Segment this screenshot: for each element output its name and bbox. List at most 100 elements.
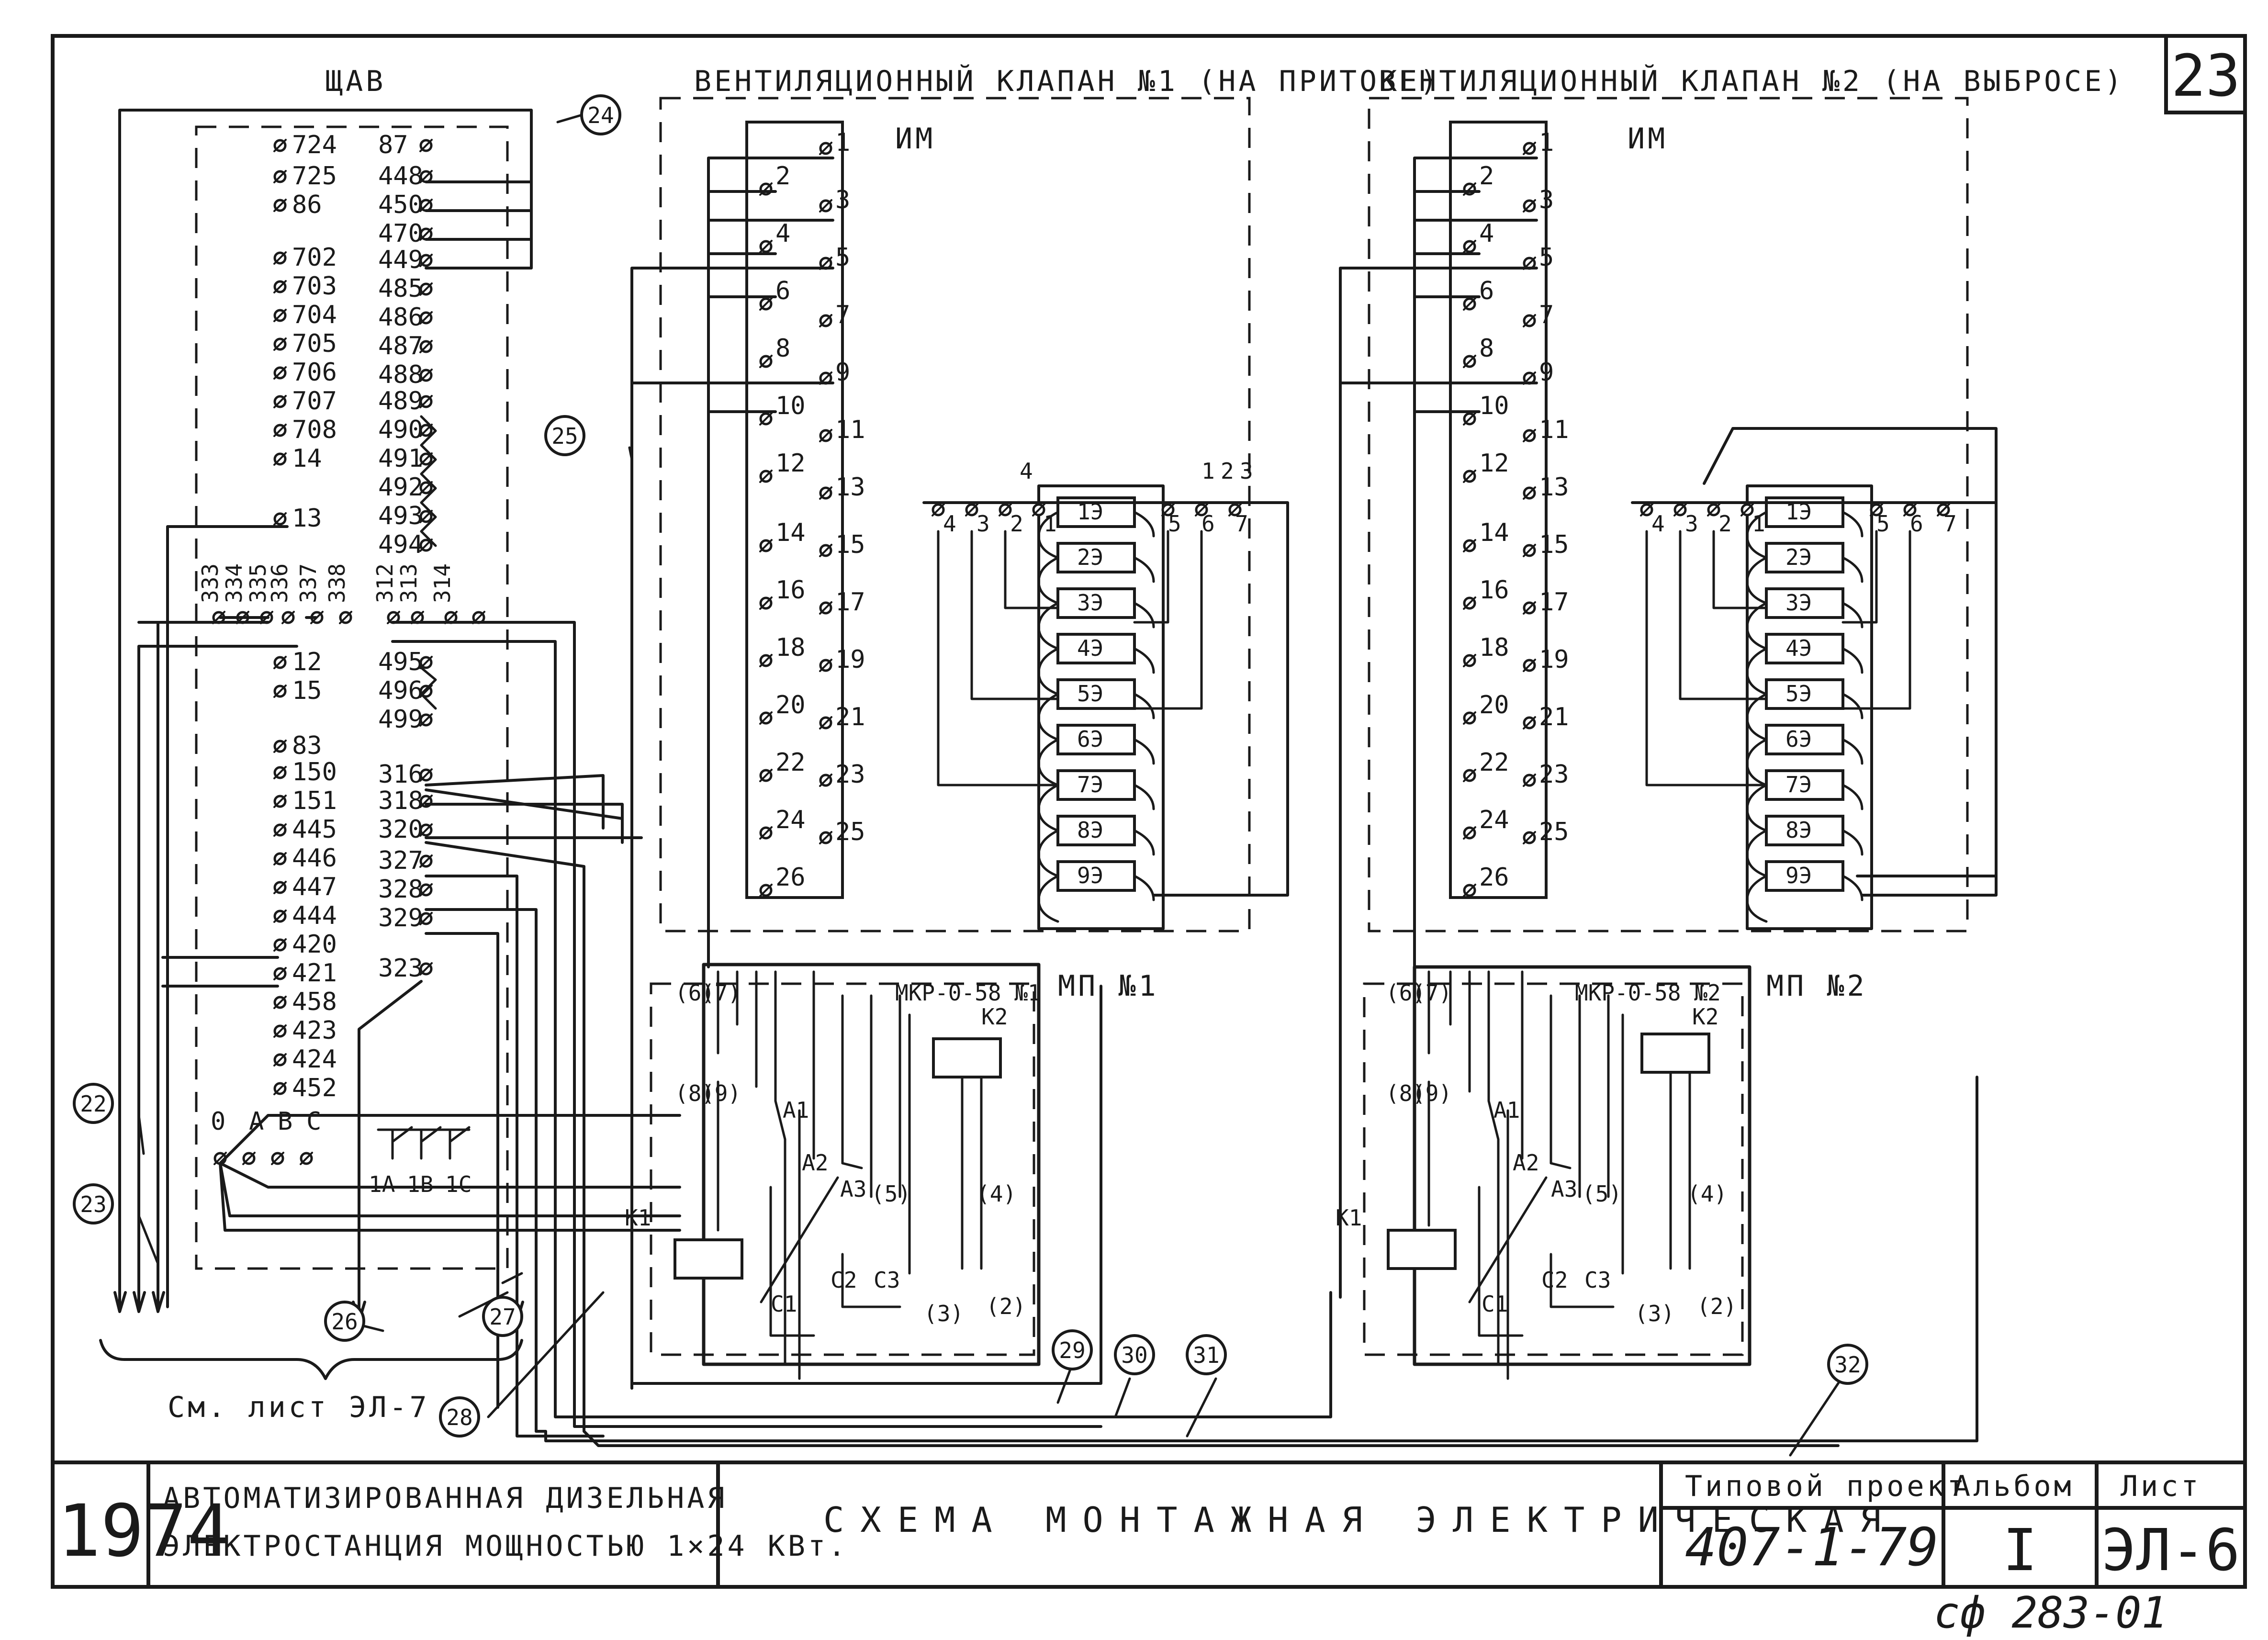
valve1-im-wiring — [630, 157, 834, 1390]
panel-terminal-label: 14 — [292, 444, 322, 473]
terminal-slash — [1523, 544, 1536, 557]
motor-contact-loop — [1841, 875, 1864, 901]
motor-terminal-label: 1 — [1044, 511, 1057, 537]
terminal-slash — [273, 795, 287, 808]
relay-label: (5) — [871, 1181, 911, 1207]
terminal-slash — [1463, 539, 1476, 552]
im-terminal-label: 5 — [1539, 243, 1554, 272]
callout-circle — [1114, 1334, 1155, 1375]
panel-terminal-label: 327 — [378, 846, 423, 875]
relay-label: С2 — [831, 1267, 857, 1293]
relay2-label: МКР-0-58 №2 — [1575, 980, 1721, 1006]
terminal-slash — [1463, 297, 1476, 311]
valve1-im-label: ИМ — [895, 122, 935, 156]
motor-terminal-label: 7 — [1235, 511, 1248, 537]
corner-number-box — [2164, 34, 2247, 114]
motor-terminal-label: 4 — [1651, 511, 1665, 537]
callout-number: 22 — [80, 1091, 106, 1117]
terminal-slash — [273, 1024, 287, 1038]
relay1-coil-k1 — [674, 1238, 743, 1280]
drawing-frame — [51, 34, 2247, 1589]
switch-label-1c: 1С — [445, 1171, 472, 1197]
see-sheet-note: См. лист ЭЛ-7 — [168, 1391, 430, 1424]
terminal-slash — [419, 912, 433, 925]
im-terminal-label: 12 — [1479, 449, 1509, 478]
motor-contact-label: 2Э — [1785, 544, 1812, 570]
terminal-slash — [1463, 355, 1476, 368]
motor-terminal-label: 3 — [977, 511, 990, 537]
terminal-slash — [759, 412, 773, 426]
sheet-label: Лист — [2121, 1470, 2201, 1503]
sheet-value: ЭЛ-6 — [2102, 1517, 2240, 1584]
motor-contact-label: 7Э — [1785, 772, 1812, 798]
terminal-slash — [759, 355, 773, 368]
motor-terminal-label: 5 — [1876, 511, 1890, 537]
motor-contact-label: 9Э — [1077, 863, 1103, 888]
motor-contact-loop — [1133, 693, 1155, 719]
terminal-slash — [271, 1152, 284, 1165]
panel-terminal-label: 15 — [292, 676, 322, 705]
im-terminal-label: 25 — [835, 818, 865, 846]
terminal-slash — [419, 139, 433, 152]
panel-terminal-label: 486 — [378, 303, 423, 332]
motor-contact-box — [1765, 633, 1844, 664]
terminal-slash — [419, 227, 433, 241]
im-terminal-label: 10 — [775, 392, 806, 420]
im-terminal-label: 12 — [775, 449, 806, 478]
motor-contact-label: 8Э — [1785, 817, 1812, 843]
im-terminal-label: 3 — [1539, 186, 1554, 214]
motor-contact-loop — [1037, 829, 1059, 877]
type-project-label: Типовой проект — [1685, 1470, 1967, 1503]
relay-label: К1 — [1336, 1205, 1362, 1231]
mp2-wiring — [1427, 970, 1691, 1380]
terminal-slash — [1523, 774, 1536, 787]
callout-circle — [1052, 1329, 1093, 1370]
motor-terminal-label: 1 — [1201, 458, 1215, 484]
terminal-slash — [1523, 199, 1536, 213]
im-terminal-label: 16 — [775, 576, 806, 605]
callout-number: 23 — [80, 1191, 106, 1217]
panel-terminal-label: 724 — [292, 131, 337, 159]
relay-label: (6) — [675, 980, 715, 1006]
terminal-slash — [273, 512, 287, 526]
callout-circle — [324, 1301, 365, 1342]
callout-number: 29 — [1059, 1337, 1085, 1363]
terminal-slash — [1673, 503, 1687, 517]
panel-terminal-label: 316 — [378, 760, 423, 789]
panel-terminal-label: 424 — [292, 1045, 337, 1074]
motor-terminal-label: 6 — [1201, 511, 1215, 537]
im-terminal-label: 9 — [835, 358, 850, 387]
motor-contact-loop — [1746, 556, 1768, 605]
panel-terminal-label: 328 — [378, 875, 423, 904]
im-terminal-label: 14 — [775, 518, 806, 547]
motor-contact-label: 2Э — [1077, 544, 1103, 570]
panel-terminal-label: 495 — [378, 648, 423, 676]
album-value: I — [2003, 1517, 2037, 1584]
terminal-slash — [819, 314, 832, 327]
panel-terminal-label: 12 — [292, 648, 322, 676]
im-terminal-label: 23 — [1539, 760, 1569, 789]
panel-dashed-border — [195, 125, 509, 1270]
panel-terminal-label: 86 — [292, 191, 322, 219]
mp1-label: МП №1 — [1058, 969, 1159, 1003]
terminal-slash — [759, 884, 773, 897]
motor-contact-loop — [1037, 647, 1059, 696]
im-terminal-label: 8 — [775, 334, 790, 363]
panel-terminal-label: 13 — [292, 504, 322, 533]
panel-terminal-label: 703 — [292, 272, 337, 301]
panel-terminal-label: 470 — [378, 219, 423, 248]
motor-contact-loop — [1841, 647, 1864, 674]
terminal-slash — [273, 199, 287, 212]
panel-terminal-label: 492 — [378, 473, 423, 502]
callout-number: 25 — [551, 423, 578, 449]
im-terminal-label: 19 — [835, 645, 865, 674]
terminal-slash — [819, 659, 832, 672]
motor-contact-loop — [1133, 556, 1155, 583]
panel-terminal-label: 151 — [292, 786, 337, 815]
panel-terminal-label: 448 — [378, 162, 423, 191]
im-terminal-label: 11 — [1539, 416, 1569, 444]
relay-label: (8) — [675, 1080, 715, 1106]
terminal-slash — [419, 656, 433, 669]
